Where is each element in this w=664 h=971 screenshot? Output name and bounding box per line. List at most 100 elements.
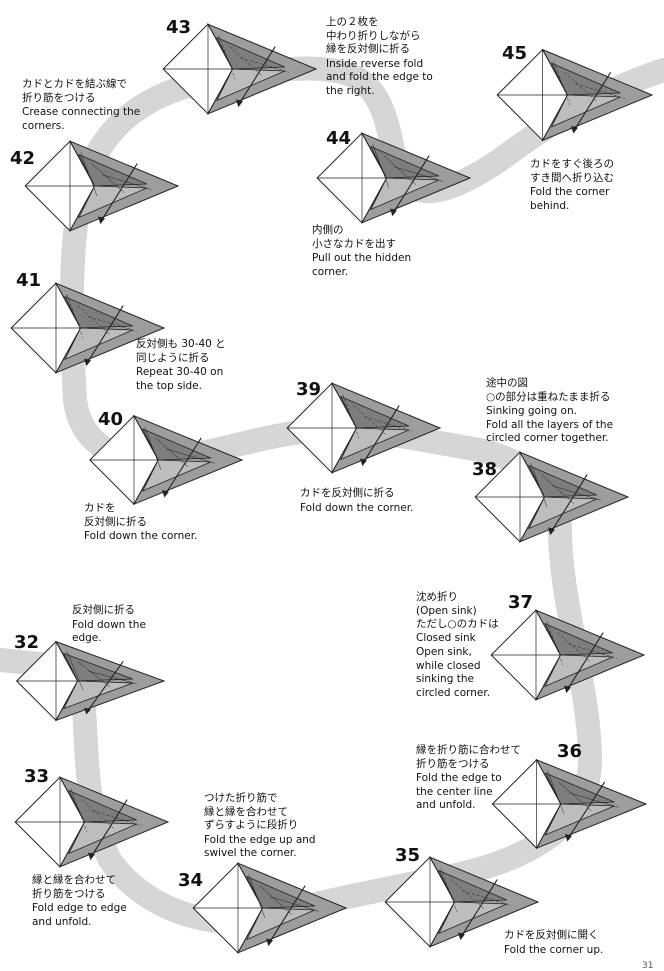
fold-arrow (567, 632, 604, 689)
step-number-38: 38 (472, 459, 498, 480)
crease-line (364, 416, 414, 432)
crease-line (91, 163, 125, 193)
fold-arrow (269, 885, 306, 942)
crease-line (155, 437, 189, 467)
crease-line (569, 792, 619, 808)
caption-36-en: Fold the edge to the center line and unf… (416, 772, 502, 811)
caption-34: つけた折り筋で 縁と縁を合わせて ずらすように段折り Fold the edge… (204, 792, 316, 861)
upper-layer-flap (68, 789, 137, 823)
fold-arrowhead (390, 208, 397, 217)
caption-38: 途中の図 ○の部分は重ねたまま折る Sinking going on. Fold… (486, 377, 613, 446)
caption-37-en: Open sink, while closed sinking the circ… (416, 646, 491, 699)
crease-line (353, 405, 387, 435)
crease-line (541, 474, 575, 504)
caption-39-jp: カドを反対側に折る (300, 487, 395, 499)
origami-figure-38 (474, 451, 630, 543)
crease-line (394, 166, 444, 182)
fold-arrowhead (458, 932, 465, 941)
upper-layer-flap (141, 428, 211, 461)
fold-arrow (165, 437, 202, 494)
origami-figure-43 (162, 23, 318, 115)
crease-line (547, 770, 565, 815)
crease-line (557, 632, 591, 662)
caption-41-en: Repeat 30-40 on the top side. (136, 366, 224, 392)
crease-line (259, 885, 293, 915)
crease-line (218, 35, 236, 80)
crease-line (552, 485, 602, 501)
caption-44-jp: 内側の 小さなカドを出す (312, 224, 396, 250)
fold-arrowhead (236, 99, 243, 108)
crease-line (248, 874, 266, 919)
fold-arrow (551, 474, 588, 531)
caption-34-en: Fold the edge up and swivel the corner. (204, 833, 316, 860)
step-number-36: 36 (557, 741, 583, 762)
fold-arrow (574, 72, 612, 130)
fold-arrowhead (565, 834, 572, 842)
fold-arrowhead (84, 358, 91, 367)
caption-43-jp: 上の２枚を 中わり折りしながら 縁を反対側に折る (326, 16, 421, 55)
crease-line (80, 152, 98, 197)
crease-line (383, 155, 417, 185)
crease-line (240, 57, 290, 73)
crease-line (568, 643, 618, 659)
origami-figure-42 (24, 140, 180, 232)
crease-line (270, 896, 320, 912)
upper-layer-flap (438, 869, 507, 903)
fold-arrowhead (360, 458, 367, 467)
step-number-39: 39 (296, 379, 322, 400)
step-number-37: 37 (508, 592, 534, 613)
crease-line (66, 294, 84, 339)
upper-layer-flap (64, 295, 133, 329)
caption-32-en: Fold down the edge. (72, 618, 146, 645)
crease-line (66, 651, 84, 690)
caption-41: 反対側も 30-40 と 同じように折る Repeat 30-40 on the… (136, 338, 226, 393)
fold-arrow (101, 163, 138, 220)
caption-37: 沈め折り (Open sink) ただし○のカドは Closed sink Op… (416, 591, 499, 700)
caption-34-jp: つけた折り筋で 縁と縁を合わせて ずらすように段折り (204, 792, 299, 831)
caption-45-en: Fold the corner behind. (530, 186, 610, 212)
caption-36-jp: 縁を折り筋に合わせて 折り筋をつける (416, 744, 521, 770)
fold-arrow (568, 781, 606, 838)
crease-line (81, 799, 115, 829)
fold-arrow (91, 799, 128, 856)
origami-figure-32 (15, 640, 166, 722)
upper-layer-flap (340, 395, 409, 429)
fold-arrow (87, 661, 124, 711)
caption-42-jp: カドとカドを結ぶ線で 折り筋をつける (22, 78, 127, 104)
step-number-43: 43 (166, 17, 192, 38)
crease-line (530, 463, 548, 508)
crease-line (144, 426, 162, 471)
fold-arrow (461, 879, 498, 936)
upper-layer-flap (370, 145, 439, 179)
origami-figure-34 (192, 862, 348, 954)
upper-layer-flap (544, 772, 615, 805)
upper-layer-flap (63, 652, 133, 682)
crease-line (77, 661, 111, 688)
origami-figure-37 (490, 609, 646, 701)
caption-42-en: Crease connecting the corners. (22, 106, 141, 132)
caption-35-jp: カドを反対側に開く (504, 929, 599, 941)
step-number-45: 45 (502, 43, 528, 64)
step-number-33: 33 (24, 766, 50, 787)
upper-layer-flap (78, 153, 147, 187)
crease-line (102, 174, 152, 190)
step-number-35: 35 (395, 845, 421, 866)
step-number-34: 34 (178, 870, 204, 891)
crease-line (564, 72, 598, 102)
fold-arrow (87, 305, 124, 362)
origami-figure-35 (384, 856, 540, 948)
step-number-41: 41 (16, 270, 42, 291)
fold-arrowhead (266, 938, 273, 947)
step-number-44: 44 (326, 128, 352, 149)
crease-line (440, 868, 458, 913)
caption-43: 上の２枚を 中わり折りしながら 縁を反対側に折る Inside reverse … (326, 16, 433, 98)
crease-line (553, 60, 571, 106)
fold-arrow (363, 405, 400, 462)
caption-40: カドを 反対側に折る Fold down the corner. (84, 502, 197, 544)
upper-layer-flap (246, 875, 315, 909)
caption-45-jp: カドをすぐ後ろの すき間へ折り込む (530, 158, 614, 184)
caption-32: 反対側に折る Fold down the edge. (72, 604, 146, 646)
crease-line (575, 83, 625, 99)
origami-figure-40 (89, 414, 244, 506)
caption-35-en: Fold the corner up. (504, 943, 604, 956)
